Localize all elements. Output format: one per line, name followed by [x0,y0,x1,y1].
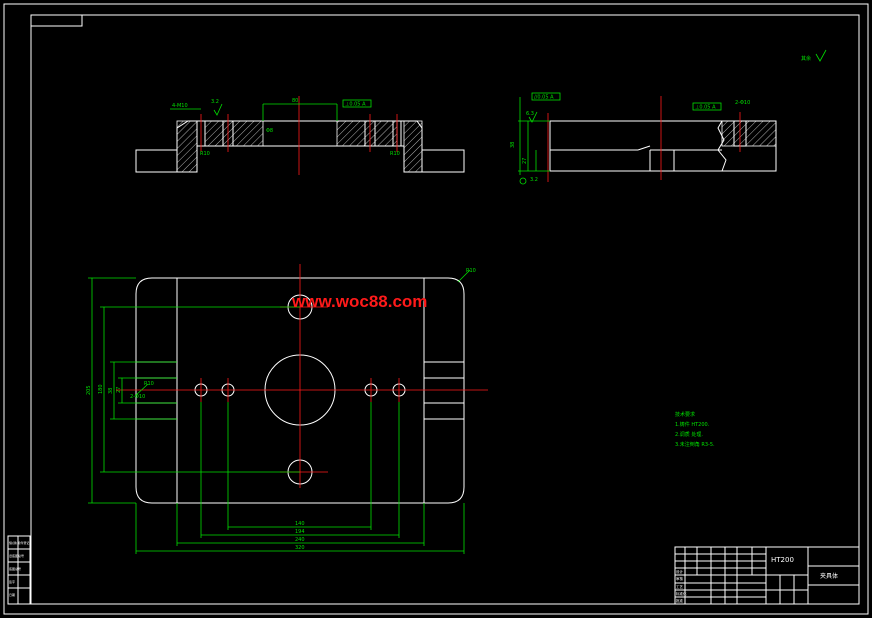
corner-label-box [30,14,83,27]
side-dim-phi10: 2-Φ10 [735,100,750,106]
front-section-view: 80 ⊥0.05 A 4-M10 3.2 Φ8 R10 R10 [135,96,465,175]
side-section-view: 38 27 //0.05 A ⊥0.05 A 2-Φ10 6.3 3.2 [510,92,777,185]
tech-heading: 技术要求 [675,411,695,418]
plan-dim-38: 38 [108,388,114,394]
title-row-approve: 批准 [676,598,684,603]
sidebar-label-4: 签字 [9,579,15,584]
front-dim-80: 80 [292,98,298,104]
sidebar-registration: 借(通)用件登记 旧底图总号 底图总号 签字 日期 [7,535,31,605]
watermark-text: www.woc88.com [291,292,427,311]
technical-requirements: 技术要求 1.铸件 HT200. 2.调质 处理. 3.未注倒角 R3-5. [675,411,715,448]
tech-item-1: 1.铸件 HT200. [675,421,710,428]
tech-item-3: 3.未注倒角 R3-5. [675,441,715,448]
plan-dim-320: 320 [295,545,305,551]
plan-view: 205 180 38 27 R10 2-Φ10 140 194 240 320 … [86,264,488,554]
sidebar-label-2: 旧底图总号 [9,553,24,558]
side-dim-38: 38 [510,142,516,148]
front-roughness-1: 3.2 [211,99,219,105]
front-dim-m10: 4-M10 [172,103,188,109]
sidebar-label-3: 底图总号 [9,566,21,571]
title-row-standard: 标准化 [676,591,687,596]
inner-border [30,14,860,605]
sidebar-label-5: 日期 [9,592,15,597]
title-block: HT200 夹具体 设计 审核 工艺 标准化 批准 [674,546,860,605]
plan-dim-240: 240 [295,537,305,543]
plan-dim-phi10: 2-Φ10 [130,394,145,400]
title-row-review: 审核 [676,576,684,581]
plan-dim-r10: R10 [144,381,154,387]
roughness-symbol-corner: 其余 [801,49,827,62]
side-roughness-bottom: 3.2 [530,177,538,183]
plan-dim-corner: R10 [466,268,476,274]
plan-dim-27: 27 [116,387,122,393]
title-drawing-name: 夹具体 [820,572,838,580]
plan-dim-194: 194 [295,529,305,535]
plan-dim-205: 205 [86,385,92,395]
tech-item-2: 2.调质 处理. [675,431,703,438]
outer-border [3,3,869,615]
front-dim-r10: R10 [200,151,210,157]
plan-dim-140: 140 [295,521,305,527]
side-tolerance-frame-2: ⊥0.05 A [695,105,716,111]
front-dim-phi8: Φ8 [266,128,273,134]
side-dim-27: 27 [522,158,528,164]
sidebar-label-1: 借(通)用件登记 [9,540,29,545]
plan-dim-180: 180 [98,384,104,394]
roughness-corner-label: 其余 [801,55,811,62]
front-dim-r10-right: R10 [390,151,400,157]
front-tolerance-frame: ⊥0.05 A [345,102,366,108]
title-material: HT200 [771,556,794,564]
title-row-design: 设计 [676,569,684,574]
side-tolerance-frame-1: //0.05 A [534,95,554,101]
title-row-process: 工艺 [676,584,684,589]
side-roughness: 6.3 [526,111,534,117]
